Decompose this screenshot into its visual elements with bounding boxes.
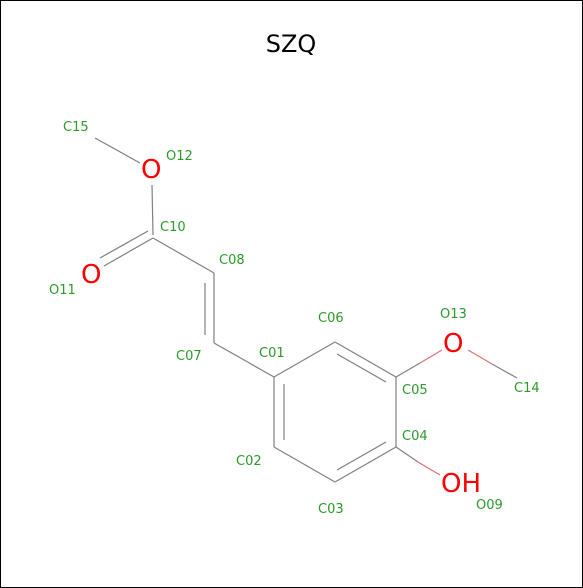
label-c05: C05 — [402, 383, 428, 398]
label-c10: C10 — [160, 220, 186, 235]
bonds — [94, 137, 518, 483]
label-c08: C08 — [219, 253, 245, 268]
bond-c10-c08 — [152, 237, 215, 274]
bond-c04-o09-a — [395, 446, 419, 463]
bond-o12-c10 — [151, 184, 154, 236]
atom-o11-glyph: O — [81, 260, 101, 290]
bond-c04-c03 — [334, 446, 397, 483]
label-c03: C03 — [318, 502, 344, 517]
bond-c06-c05 — [334, 341, 397, 378]
label-c07: C07 — [176, 349, 202, 364]
atom-o13-glyph: O — [443, 329, 463, 359]
bond-c06-c05-inner — [336, 353, 387, 383]
bond-c04-o09-b — [417, 461, 441, 476]
label-o13: O13 — [440, 307, 467, 322]
atom-labels: C15 O12 C10 O11 C08 C07 C01 C06 O13 C05 … — [49, 120, 540, 517]
bond-c03-c02 — [273, 446, 336, 483]
label-c01: C01 — [259, 346, 285, 361]
bond-c10-o11-a — [103, 237, 154, 267]
bond-c01-c06 — [273, 341, 336, 378]
atom-o12-glyph: O — [141, 155, 161, 185]
atom-o09-glyph: OH — [441, 469, 481, 499]
label-c04: C04 — [402, 429, 428, 444]
bond-c07-c01 — [213, 342, 275, 378]
label-o12: O12 — [166, 149, 193, 164]
label-c02: C02 — [236, 454, 262, 469]
label-o11: O11 — [49, 283, 76, 298]
bond-o13-c14-a — [467, 349, 493, 365]
heteroatoms: O O O OH — [81, 155, 481, 499]
bond-c05-o13-a — [395, 362, 421, 378]
label-c15: C15 — [63, 120, 89, 135]
diagram-title: SZQ — [266, 30, 317, 58]
bond-c04-c03-inner — [336, 441, 387, 471]
label-c06: C06 — [318, 311, 344, 326]
label-c14: C14 — [514, 381, 540, 396]
bond-c15-o12 — [94, 137, 141, 164]
label-o09: O09 — [476, 498, 503, 513]
bond-c05-o13-b — [419, 349, 443, 364]
bond-o13-c14-b — [491, 363, 518, 379]
bond-c10-o11-b — [99, 230, 149, 259]
